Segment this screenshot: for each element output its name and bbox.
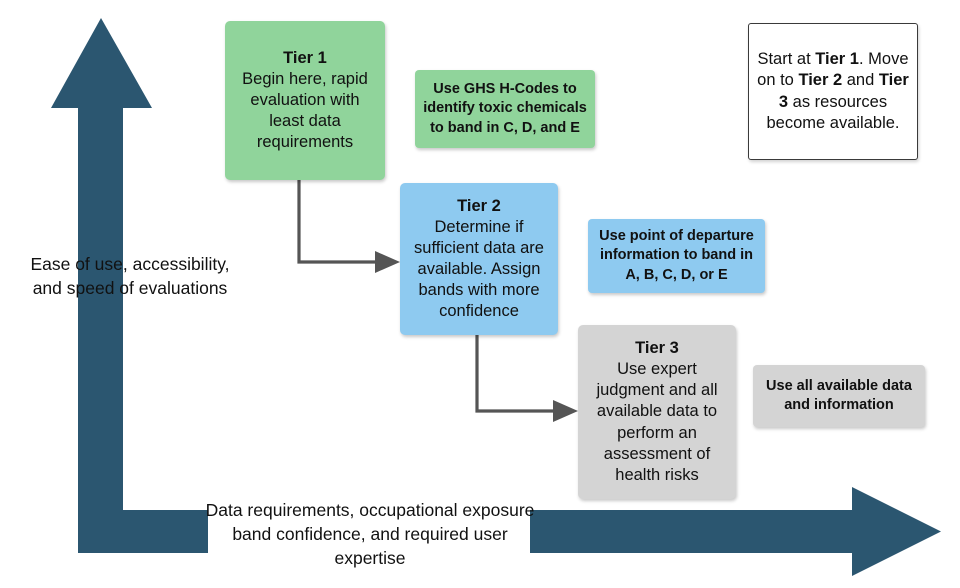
tier-1-box[interactable]: Tier 1 Begin here, rapid evaluation with… [225, 21, 385, 180]
callout-emphasis: Tier 3 [778, 71, 909, 111]
callout-run: as resources become available. [766, 92, 900, 132]
tier-2-title: Tier 2 [457, 196, 501, 215]
tier-3-note-text: Use all available data and information [766, 377, 912, 413]
tier-3-box[interactable]: Tier 3 Use expert judgment and all avail… [578, 325, 736, 499]
callout-emphasis: Tier 2 [798, 71, 843, 90]
connector-tier1-tier2 [297, 180, 400, 273]
callout-run: Start at [757, 49, 816, 68]
horizontal-axis-label: Data requirements, occupational exposure… [205, 500, 535, 569]
callout-run: . Move on to [757, 49, 909, 90]
tier-2-note-text: Use point of departure information to ba… [599, 228, 754, 283]
tier-1-note-text: Use GHS H-Codes to identify toxic chemic… [423, 81, 587, 136]
tier-1-body: Begin here, rapid evaluation with least … [242, 69, 368, 152]
tier-3-note-box[interactable]: Use all available data and information [753, 365, 925, 427]
tier-2-note-box[interactable]: Use point of departure information to ba… [588, 219, 765, 293]
tier-3-body: Use expert judgment and all available da… [596, 360, 718, 484]
tier-1-title: Tier 1 [283, 48, 327, 67]
tier-2-box[interactable]: Tier 2 Determine if sufficient data are … [400, 183, 558, 335]
vertical-axis-arrow [51, 18, 152, 510]
tier-2-body: Determine if sufficient data are availab… [414, 217, 544, 321]
callout-text: Start at Tier 1. Move on to Tier 2 and T… [757, 49, 909, 135]
callout-box[interactable]: Start at Tier 1. Move on to Tier 2 and T… [748, 23, 918, 160]
horizontal-axis-arrow [530, 487, 941, 576]
callout-emphasis: Tier 1 [815, 49, 859, 68]
tier-1-note-box[interactable]: Use GHS H-Codes to identify toxic chemic… [415, 70, 595, 148]
axis-corner-stub [78, 510, 208, 553]
tier-3-title: Tier 3 [635, 339, 679, 358]
connector-tier2-tier3 [475, 335, 578, 422]
vertical-axis-label: Ease of use, accessibility, and speed of… [30, 254, 230, 299]
callout-run: and [842, 71, 879, 90]
